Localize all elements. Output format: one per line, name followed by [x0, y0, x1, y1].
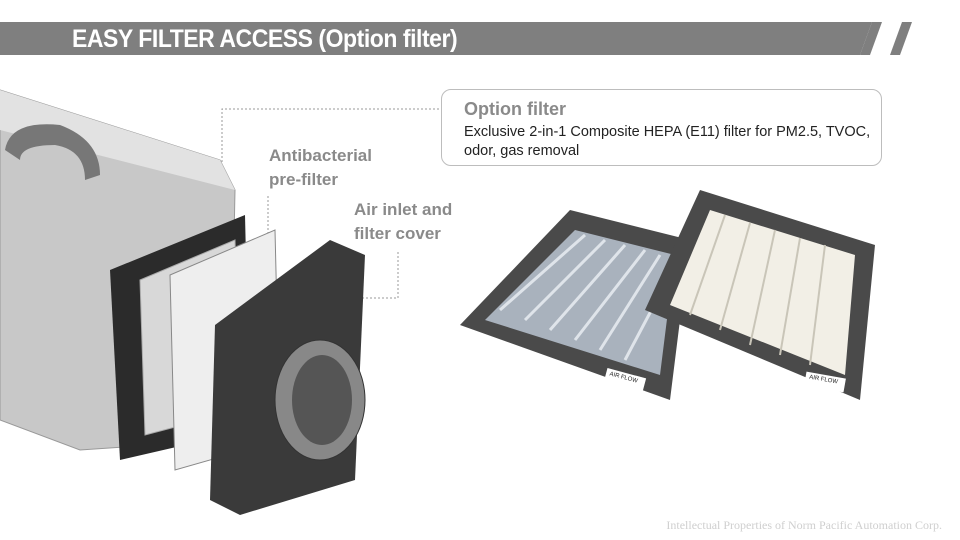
label-line: Air inlet and	[354, 200, 453, 219]
option-filter-callout: Option filter Exclusive 2-in-1 Composite…	[441, 89, 882, 166]
callout-heading: Option filter	[464, 99, 566, 119]
purifier-illustration	[0, 89, 366, 515]
label-line: pre-filter	[269, 170, 338, 189]
callout-body: Exclusive 2-in-1 Composite HEPA (E11) fi…	[464, 124, 871, 159]
filter-photo	[460, 190, 875, 400]
footer-copyright: Intellectual Properties of Norm Pacific …	[666, 518, 942, 532]
page-title: EASY FILTER ACCESS (Option filter)	[72, 25, 458, 53]
label-line: filter cover	[354, 224, 441, 243]
title-banner	[0, 22, 872, 55]
label-line: Antibacterial	[269, 146, 372, 165]
inlet-label: Air inlet and filter cover	[354, 198, 452, 246]
prefilter-label: Antibacterial pre-filter	[269, 144, 372, 192]
